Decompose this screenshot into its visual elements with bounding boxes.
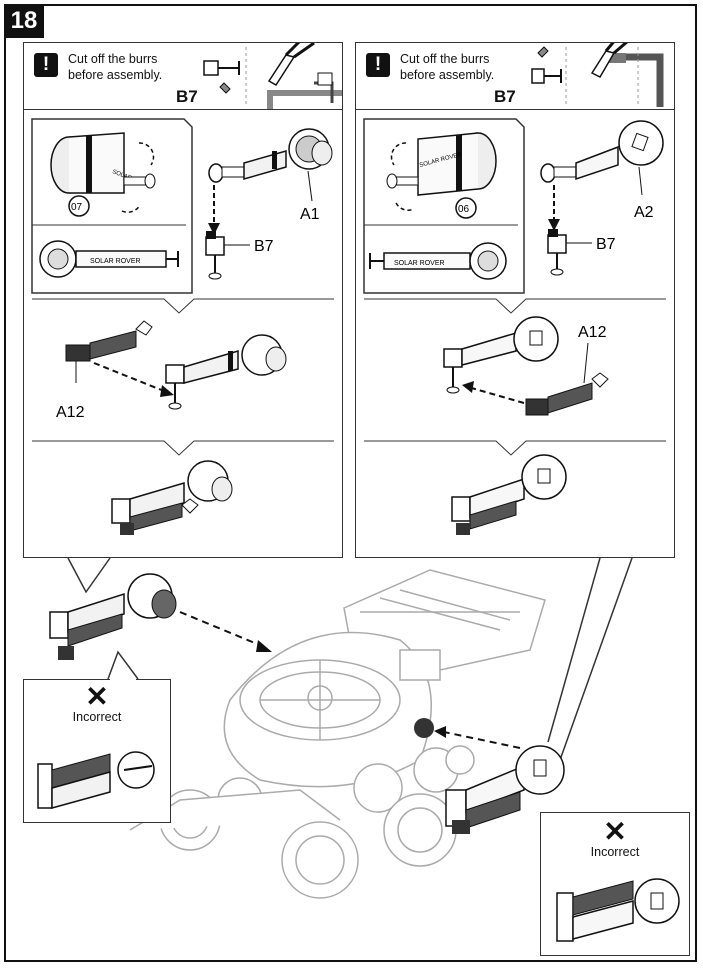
left-panel-header: ! Cut off the burrs before assembly. B7 [24, 43, 342, 110]
label-a12: A12 [56, 404, 85, 421]
incorrect-x-icon: ✕ [603, 816, 627, 847]
incorrect-box-left: ✕ Incorrect [23, 679, 171, 823]
warning-icon: ! [366, 53, 390, 77]
cutter-diagram [531, 43, 664, 107]
cutter-icon [267, 43, 315, 87]
part-ref-b7: B7 [176, 87, 198, 106]
side-brand-text: SOLAR ROVER [394, 260, 445, 267]
assembly-arrow-icon [208, 223, 220, 235]
part-ref-b7: B7 [494, 87, 516, 106]
label-a12: A12 [578, 324, 607, 341]
label-a1: A1 [300, 206, 320, 223]
label-b7: B7 [254, 238, 274, 255]
callout-number: 06 [458, 204, 470, 215]
incorrect-box-right: ✕ Incorrect [540, 812, 690, 956]
cutter-diagram [203, 43, 342, 109]
incorrect-label: Incorrect [590, 845, 640, 859]
warning-icon: ! [34, 53, 58, 77]
label-b7: B7 [596, 236, 616, 253]
right-instruction-panel: ! Cut off the burrs before assembly. B7 … [355, 42, 675, 558]
step-number: 18 [4, 4, 44, 38]
burr-note: Cut off the burrs before assembly. [68, 52, 163, 82]
incorrect-right-drawing [556, 878, 680, 942]
burr-note: Cut off the burrs before assembly. [400, 52, 495, 82]
right-panel-header: ! Cut off the burrs before assembly. B7 [356, 43, 674, 110]
callout-number: 07 [71, 202, 83, 213]
left-assembly-drawing: SOLAR ROVER 07 SOLAR ROVER A1 B7 [31, 118, 334, 535]
incorrect-label: Incorrect [72, 710, 122, 724]
cutter-icon [590, 43, 628, 78]
label-a2: A2 [634, 204, 654, 221]
side-brand-text: SOLAR ROVER [90, 258, 141, 265]
assembly-arrow-icon [548, 219, 560, 231]
right-assembly-drawing: SOLAR ROVER 06 SOLAR ROVER A2 B7 [363, 118, 666, 535]
incorrect-x-icon: ✕ [85, 681, 109, 712]
incorrect-left-drawing [37, 751, 155, 809]
page-frame [4, 4, 697, 962]
left-instruction-panel: ! Cut off the burrs before assembly. B7 [23, 42, 343, 558]
